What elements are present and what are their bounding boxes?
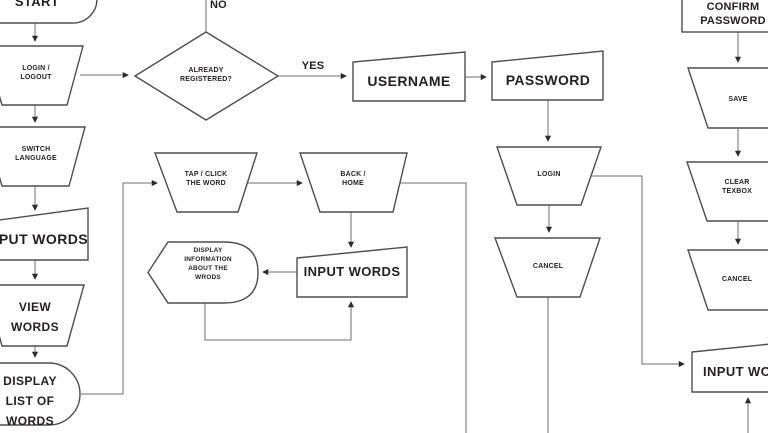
back-home-shape — [299, 152, 408, 213]
password-shape — [491, 50, 604, 101]
input-words-left-shape — [0, 207, 89, 261]
display-list-of-words-shape — [0, 362, 81, 426]
input-words-bottom-right-shape — [691, 343, 768, 393]
view-words-shape — [0, 284, 85, 347]
start-terminator-shape — [0, 0, 98, 24]
edge-backhome-right-down — [400, 182, 467, 433]
cancel-middle-shape — [493, 237, 601, 298]
input-words-middle-shape — [296, 246, 408, 298]
cancel-right-shape — [687, 249, 768, 311]
username-shape — [352, 51, 466, 102]
confirm-password-shape — [681, 0, 768, 33]
save-shape — [687, 67, 768, 129]
clear-texbox-shape — [686, 161, 768, 222]
already-registered-diamond — [133, 31, 280, 121]
login-shape — [496, 146, 602, 206]
edge-login-inputwords-br — [591, 175, 685, 368]
display-information-shape — [147, 241, 259, 304]
login-logout-shape — [0, 45, 84, 106]
tap-click-the-word-shape — [153, 152, 258, 213]
edge-displayinfo-inputwords — [204, 301, 355, 341]
edge-displaylist-tapclick — [81, 179, 158, 395]
switch-language-shape — [0, 126, 86, 187]
connectors — [31, 0, 752, 433]
